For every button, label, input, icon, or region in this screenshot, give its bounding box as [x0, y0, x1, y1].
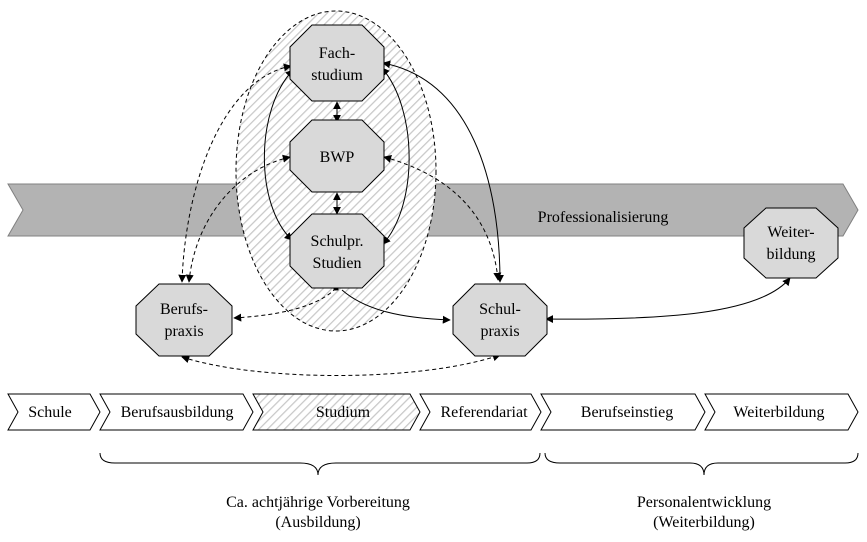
band-label: Professionalisierung — [538, 209, 669, 226]
node-bwp-label: BWP — [320, 149, 355, 166]
group-label-development-line2: (Weiterbildung) — [653, 514, 755, 531]
timeline-phase-berufseinstieg-label: Berufseinstieg — [581, 404, 673, 421]
connector-schulpr-schulpraxis — [341, 289, 451, 324]
connectors — [178, 60, 791, 376]
node-schulpraxis-line1: Schul- — [479, 301, 521, 318]
brace-preparation — [99, 452, 541, 476]
braces — [99, 452, 859, 476]
group-label-development: Personalentwicklung (Weiterbildung) — [604, 493, 804, 533]
group-label-development-line1: Personalentwicklung — [636, 494, 772, 511]
node-berufspraxis-line1: Berufs- — [160, 301, 208, 318]
connector-bwp-berufspraxis — [185, 154, 291, 283]
node-weiterbildung: Weiter- bildung — [743, 207, 839, 279]
connector-berufspraxis-schulpraxis — [181, 353, 501, 376]
timeline-phase-studium-label: Studium — [316, 404, 371, 421]
node-schulpr-studien: Schulpr. Studien — [289, 213, 385, 289]
timeline-phase-berufseinstieg: Berufseinstieg — [540, 393, 706, 431]
timeline-phase-schule-label: Schule — [28, 404, 72, 421]
group-label-preparation-line2: (Ausbildung) — [275, 514, 361, 531]
timeline-phase-berufsausbildung: Berufsausbildung — [99, 393, 254, 431]
timeline-phase-weiterbildung-label: Weiterbildung — [733, 404, 824, 421]
node-schulpraxis-line2: praxis — [480, 323, 519, 340]
group-label-preparation: Ca. achtjährige Vorbereitung (Ausbildung… — [196, 493, 440, 533]
timeline-phase-referendariat: Referendariat — [419, 393, 542, 431]
node-fachstudium-line1: Fach- — [319, 45, 355, 62]
node-berufspraxis: Berufs- praxis — [135, 283, 233, 357]
node-fachstudium-line2: studium — [311, 67, 363, 84]
node-schulpr-line1: Schulpr. — [311, 233, 364, 250]
timeline-phase-schule: Schule — [7, 393, 101, 431]
node-schulpr-line2: Studien — [313, 255, 362, 272]
node-weiterbildung-line1: Weiter- — [767, 224, 814, 241]
timeline-phase-referendariat-label: Referendariat — [440, 404, 528, 421]
connector-bwp-schulpraxis — [383, 155, 502, 281]
timeline-phase-weiterbildung: Weiterbildung — [704, 393, 859, 431]
connector-schulpraxis-weiterbildung — [545, 277, 791, 324]
timeline-phase-studium: Studium — [252, 393, 421, 431]
connector-schulpr-berufspraxis — [233, 285, 339, 322]
group-label-preparation-line1: Ca. achtjährige Vorbereitung — [226, 494, 410, 511]
node-weiterbildung-line2: bildung — [767, 246, 816, 263]
timeline-phase-berufsausbildung-label: Berufsausbildung — [121, 404, 234, 421]
node-bwp: BWP — [289, 119, 385, 193]
node-schulpraxis: Schul- praxis — [452, 283, 548, 357]
timeline: Schule Berufsausbildung Studium Referend… — [7, 393, 859, 431]
node-fachstudium: Fach- studium — [289, 24, 385, 102]
brace-development — [544, 452, 859, 476]
node-berufspraxis-line2: praxis — [164, 323, 203, 340]
